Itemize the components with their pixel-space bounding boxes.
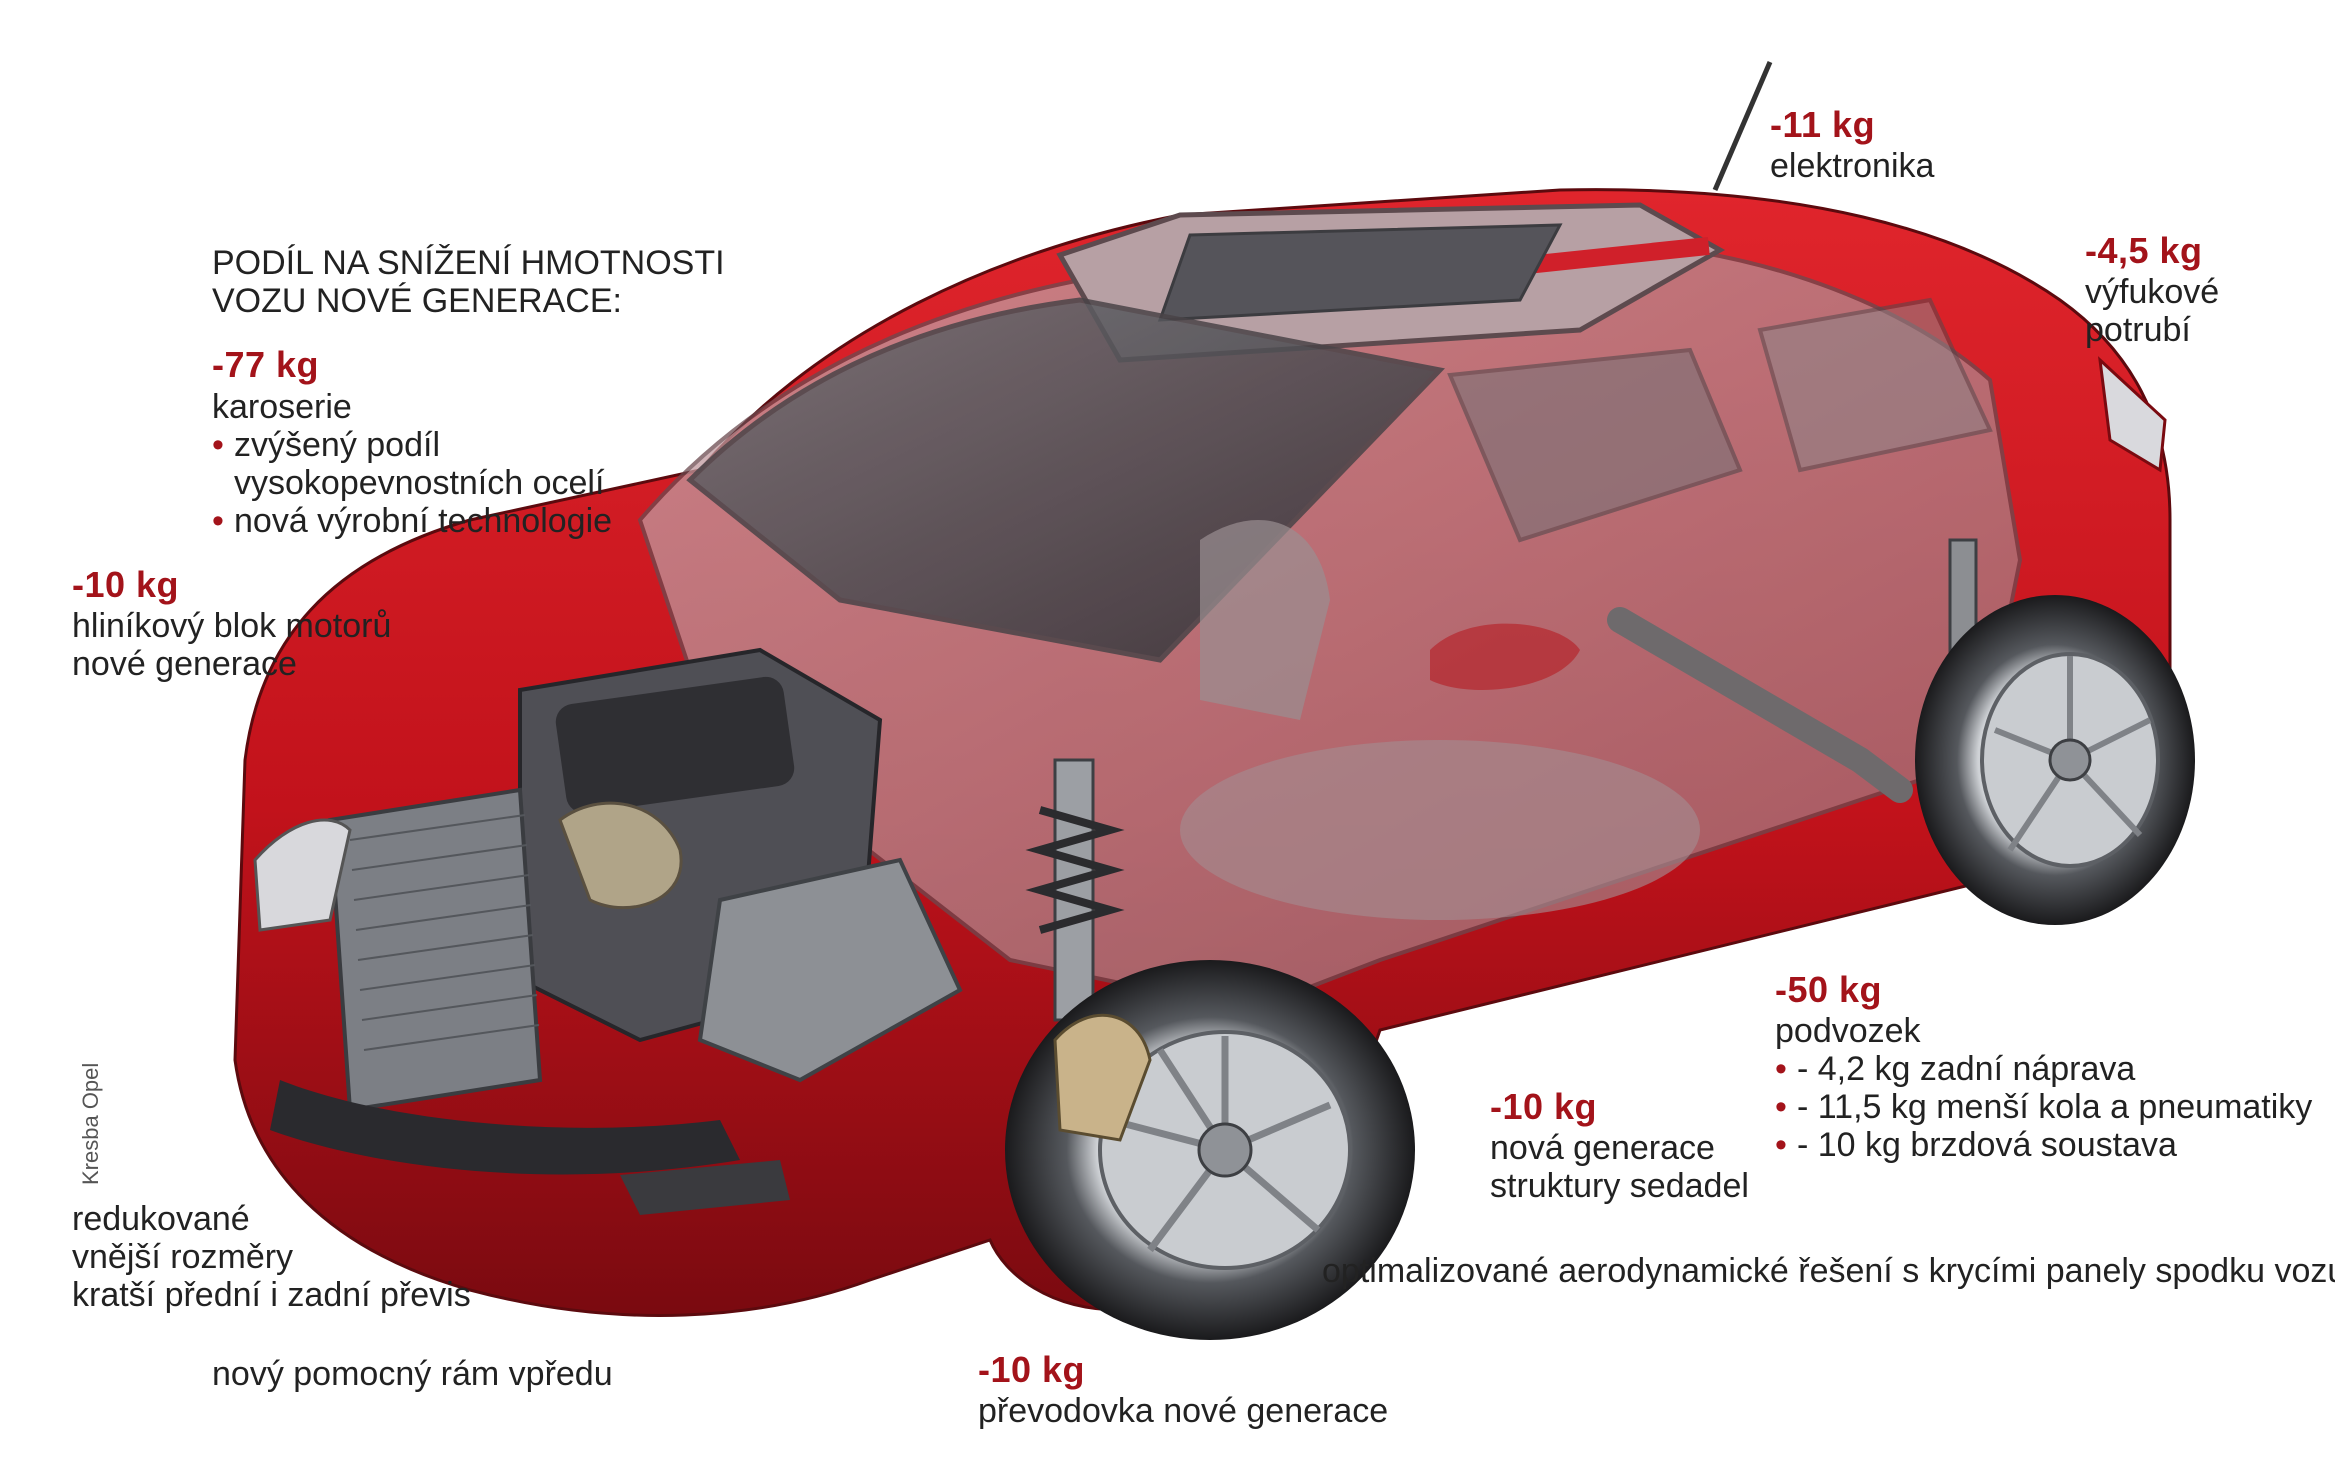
- rear-wheel: [1915, 595, 2195, 925]
- exhaust-line-2: potrubí: [2085, 311, 2191, 349]
- front-wheel: [1005, 960, 1415, 1340]
- fog-light: [620, 1160, 790, 1215]
- antenna: [1712, 61, 1773, 191]
- subframe-label: nový pomocný rám vpředu: [212, 1355, 613, 1393]
- electronics-weight: -11 kg: [1770, 104, 1876, 145]
- body-bullet-1: zvýšený podíl: [212, 426, 612, 464]
- seats-line-1: nová generace: [1490, 1129, 1715, 1167]
- chassis-weight: -50 kg: [1775, 969, 1883, 1010]
- body-bullet-1-cont: vysokopevnostních ocelí: [234, 464, 605, 502]
- side-window: [1447, 347, 1743, 543]
- body-bullet-2: nová výrobní technologie: [212, 502, 612, 540]
- side-mirror: [1430, 623, 1580, 690]
- windshield: [686, 297, 1445, 663]
- gearbox-weight: -10 kg: [978, 1349, 1086, 1390]
- seats-line-2: struktury sedadel: [1490, 1167, 1749, 1205]
- tail-light: [2098, 356, 2167, 473]
- heading-line-1: PODÍL NA SNÍŽENÍ HMOTNOSTI: [212, 244, 725, 282]
- body-weight: -77 kg: [212, 344, 320, 385]
- engine-line-2: nové generace: [72, 645, 297, 683]
- front-brake-caliper: [1053, 1013, 1152, 1142]
- aero-label: optimalizované aerodynamické řešení s kr…: [1322, 1252, 2335, 1290]
- chassis-bullet-1: - 4,2 kg zadní náprava: [1775, 1050, 2312, 1088]
- front-strut: [1053, 758, 1095, 1022]
- exhaust-text: výfukové potrubí: [2085, 273, 2219, 349]
- exhaust-line-1: výfukové: [2085, 273, 2220, 311]
- engine-weight: -10 kg: [72, 564, 180, 605]
- seats-text: nová generace struktury sedadel: [1490, 1129, 1749, 1205]
- transmission: [697, 857, 963, 1083]
- sunroof-opening: [1157, 223, 1563, 322]
- heading: PODÍL NA SNÍŽENÍ HMOTNOSTI VOZU NOVÉ GEN…: [212, 244, 725, 320]
- chassis-bullet-3: - 10 kg brzdová soustava: [1775, 1126, 2312, 1164]
- exhaust-weight: -4,5 kg: [2085, 230, 2203, 271]
- engine-text: hliníkový blok motorů nové generace: [72, 607, 391, 683]
- lower-grille: [270, 1080, 740, 1175]
- chassis-label: podvozek: [1775, 1012, 1921, 1050]
- heading-line-2: VOZU NOVÉ GENERACE:: [212, 282, 622, 320]
- rear-axle: [1607, 607, 1913, 803]
- engine-line-1: hliníkový blok motorů: [72, 607, 392, 645]
- electronics-label: elektronika: [1770, 147, 1935, 185]
- chassis-bullet-2: - 11,5 kg menší kola a pneumatiky: [1775, 1088, 2312, 1126]
- body-bullet-list: zvýšený podíl vysokopevnostních ocelí no…: [212, 426, 612, 540]
- front-spring: [1025, 806, 1125, 934]
- dimensions-line-3: kratší přední i zadní převis: [72, 1276, 471, 1314]
- seats-weight: -10 kg: [1490, 1086, 1598, 1127]
- seat: [1200, 520, 1330, 720]
- gearbox-label: převodovka nové generace: [978, 1392, 1389, 1430]
- dimensions-text: redukované vnější rozměry kratší přední …: [72, 1200, 471, 1314]
- engine-cover: [555, 676, 795, 814]
- rear-window: [1757, 297, 1993, 473]
- turbo: [558, 801, 683, 910]
- illustration-credit: Kresba Opel: [78, 1062, 103, 1185]
- headlight: [253, 818, 352, 932]
- floor-panel: [1180, 740, 1700, 920]
- dimensions-line-1: redukované: [72, 1200, 250, 1238]
- body-label: karoserie: [212, 388, 352, 426]
- chassis-bullet-list: - 4,2 kg zadní náprava - 11,5 kg menší k…: [1775, 1050, 2312, 1164]
- dimensions-line-2: vnější rozměry: [72, 1238, 294, 1276]
